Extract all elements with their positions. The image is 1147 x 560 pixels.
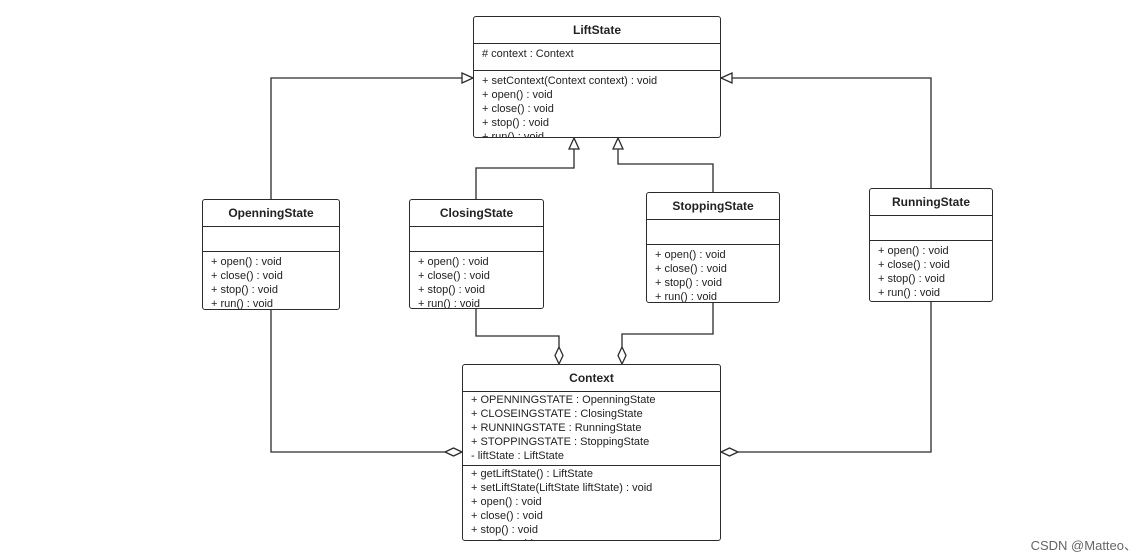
attribute-row: + OPENNINGSTATE : OpenningState [471,394,656,406]
aggregation-diamond-openningstate [443,447,464,457]
aggregation-diamond-runningstate [719,447,740,457]
aggregation-closingstate [475,309,560,347]
generalization-arrowhead-openningstate [461,71,475,85]
method-row: + close() : void [471,510,543,522]
method-row: + close() : void [878,259,950,271]
methods-section: + open() : void + close() : void + stop() … [410,252,543,309]
class-name: OpenningState [203,200,339,227]
watermark: CSDN @Matteo、 [1030,538,1137,553]
attribute-row: - liftState : LiftState [471,450,564,462]
aggregation-stoppingstate [621,303,714,347]
methods-section: + open() : void + close() : void + stop() … [203,252,339,310]
method-row: + run() : void [878,287,941,299]
methods-section: + open() : void + close() : void + stop() … [647,245,779,303]
aggregation-diamond-closingstate [554,345,564,366]
method-row: + close() : void [655,263,727,275]
class-name: Context [463,365,720,392]
aggregation-runningstate [738,302,932,453]
method-row: + getLiftState() : LiftState [471,468,593,480]
attribute-row: + RUNNINGSTATE : RunningState [471,422,642,434]
class-liftstate[interactable]: LiftState # context : Context + setConte… [473,16,721,138]
generalization-runningstate [732,77,932,188]
methods-section: + open() : void + close() : void + stop() … [870,241,992,301]
generalization-arrowhead-runningstate [719,71,733,85]
attribute-row: + CLOSEINGSTATE : ClosingState [471,408,643,420]
method-row: + close() : void [482,103,554,115]
method-row: + stop() : void [211,284,278,296]
aggregation-openningstate [270,310,445,453]
attributes-section [410,227,543,252]
generalization-closingstate [475,149,575,199]
class-name: RunningState [870,189,992,216]
method-row: + setLiftState(LiftState liftState) : vo… [471,482,653,494]
attributes-section [647,220,779,245]
method-row: + open() : void [878,245,949,257]
method-row: + open() : void [482,89,553,101]
attributes-section: # context : Context [474,44,720,71]
method-row: + setContext(Context context) : void [482,75,658,87]
class-closingstate[interactable]: ClosingState + open() : void + close() : … [409,199,544,309]
class-openningstate[interactable]: OpenningState + open() : void + close() :… [202,199,340,310]
class-name: StoppingState [647,193,779,220]
generalization-arrowhead-stoppingstate [611,136,625,150]
method-row: + stop() : void [482,117,549,129]
method-row: + run() : void [211,298,274,310]
methods-section: + getLiftState() : LiftState + setLiftSta… [463,466,720,540]
method-row: + run() : void [418,298,481,309]
attributes-section [870,216,992,241]
method-row: + open() : void [211,256,282,268]
aggregation-diamond-stoppingstate [617,345,627,366]
attribute-row: # context : Context [482,48,574,60]
class-context[interactable]: Context + OPENNINGSTATE : OpenningState+… [462,364,721,541]
method-row: + stop() : void [878,273,945,285]
generalization-openningstate [270,77,462,199]
class-stoppingstate[interactable]: StoppingState + open() : void + close() :… [646,192,780,303]
method-row: + close() : void [418,270,490,282]
method-row: + run() : void [471,537,720,540]
method-row: + stop() : void [655,277,722,289]
method-row: + stop() : void [418,284,485,296]
methods-section: + setContext(Context context) : void + op… [474,71,720,138]
class-name: ClosingState [410,200,543,227]
method-row: + run() : void [655,291,718,303]
method-row: + open() : void [655,249,726,261]
class-runningstate[interactable]: RunningState + open() : void + close() : … [869,188,993,302]
attributes-section [203,227,339,252]
generalization-arrowhead-closingstate [567,136,581,150]
method-row: + open() : void [418,256,489,268]
attribute-row: + STOPPINGSTATE : StoppingState [471,436,650,448]
method-row: + stop() : void [471,524,538,536]
class-name: LiftState [474,17,720,44]
method-row: + run() : void [482,131,545,138]
method-row: + close() : void [211,270,283,282]
method-row: + open() : void [471,496,542,508]
generalization-stoppingstate [617,149,714,192]
attributes-section: + OPENNINGSTATE : OpenningState + CLOSEIN… [463,392,720,466]
